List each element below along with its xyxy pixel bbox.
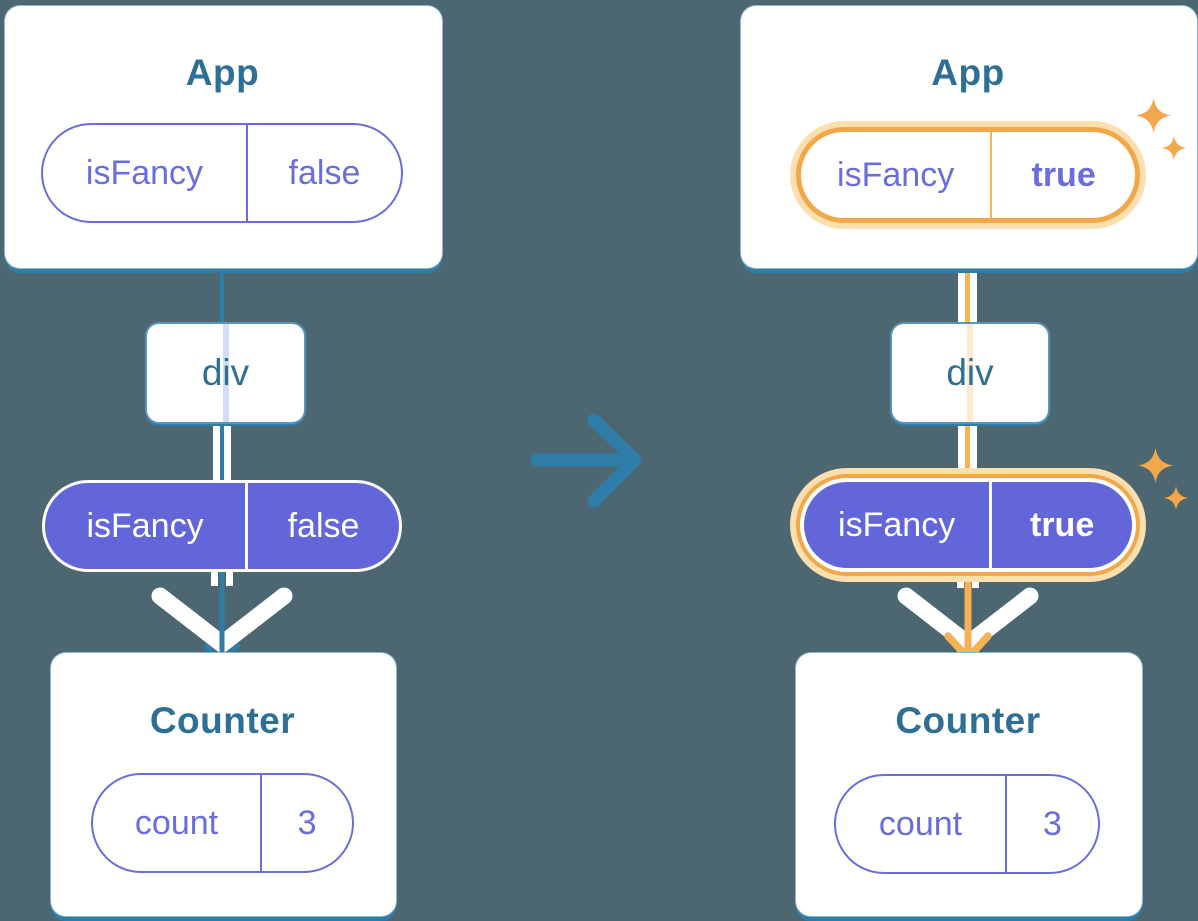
state-value: 3 <box>1043 804 1062 843</box>
arrow-white-flank <box>226 570 233 586</box>
sparkles-icon <box>1138 448 1188 510</box>
arrow-white-chevron <box>897 587 1039 653</box>
arrow-white-chevron <box>151 587 293 653</box>
before-passed-prop-pill: isFancy false <box>42 480 402 572</box>
connector-white-line <box>213 417 220 482</box>
before-app-to-div-line <box>220 264 224 324</box>
transition-right-arrow-icon <box>530 413 642 508</box>
prop-value: false <box>288 153 361 192</box>
connector-white-line <box>224 417 231 482</box>
sparkle-large <box>1136 98 1172 134</box>
arrow-white-flank <box>972 572 979 588</box>
after-counter-title: Counter <box>895 700 1041 741</box>
state-name: count <box>836 776 1007 872</box>
connector-white-line <box>970 266 977 324</box>
after-div-to-pill-connector <box>958 417 977 480</box>
connector-orange-line <box>965 417 970 480</box>
state-value: 3 <box>297 803 317 842</box>
before-counter-state-pill: count 3 <box>91 773 354 873</box>
after-counter-state-pill: count 3 <box>834 774 1100 874</box>
sparkle-small <box>1162 136 1186 160</box>
prop-name: isFancy <box>801 132 993 218</box>
arrow-white-flank <box>211 570 218 586</box>
div-pass-through-line <box>222 324 229 422</box>
before-counter-title: Counter <box>149 700 296 741</box>
prop-value: true <box>1030 505 1095 544</box>
before-div-to-pill-connector <box>213 417 231 482</box>
sparkle-large <box>1138 448 1174 484</box>
connector-blue-line <box>220 417 224 482</box>
state-name: count <box>93 775 263 871</box>
after-app-title: App <box>931 52 1005 93</box>
prop-name: isFancy <box>43 125 248 221</box>
div-pass-through-line <box>967 324 973 422</box>
after-passed-prop-pill: isFancy true <box>800 478 1136 572</box>
prop-value: false <box>287 506 360 545</box>
sparkle-small <box>1164 486 1188 510</box>
prop-name: isFancy <box>804 482 993 568</box>
before-app-title: App <box>185 52 260 93</box>
before-div-box: div <box>145 322 306 424</box>
prop-value: true <box>1031 155 1096 194</box>
connector-orange-line <box>965 266 970 324</box>
sparkles-icon <box>1136 98 1186 160</box>
connector-white-line <box>958 266 965 324</box>
arrow-head <box>587 413 642 508</box>
arrow-white-flank <box>957 572 964 588</box>
before-app-prop-pill: isFancy false <box>41 123 403 223</box>
connector-white-line <box>970 417 977 480</box>
after-div-box: div <box>890 322 1050 424</box>
connector-white-line <box>958 417 965 480</box>
before-div-label: div <box>201 352 250 393</box>
after-app-to-div-connector <box>958 266 977 324</box>
prop-name: isFancy <box>45 483 249 569</box>
after-div-label: div <box>946 352 994 393</box>
after-app-prop-pill: isFancy true <box>796 127 1140 223</box>
